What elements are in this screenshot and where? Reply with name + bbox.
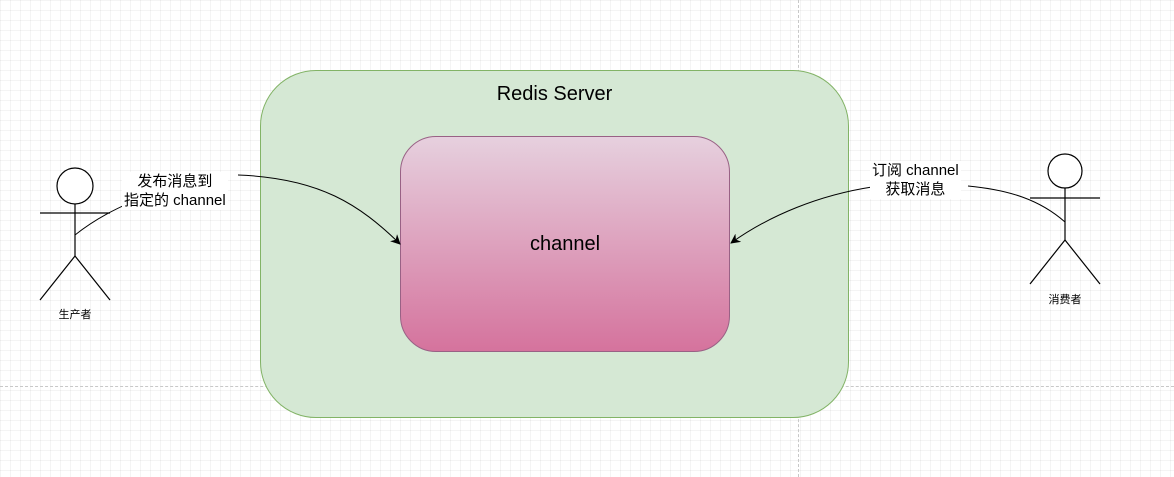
subscribe-edge-label: 订阅 channel 获取消息 <box>870 161 961 199</box>
channel-label: channel <box>529 233 601 255</box>
channel-node[interactable] <box>400 136 730 352</box>
producer-label: 生产者 <box>58 309 92 321</box>
consumer-label: 消费者 <box>1048 294 1082 306</box>
subscribe-label-line1: 订阅 channel <box>872 162 959 179</box>
publish-label-line1: 发布消息到 <box>137 173 213 190</box>
publish-arrow-head-segment[interactable] <box>237 174 401 245</box>
subscribe-arrow-head-segment[interactable] <box>730 186 873 244</box>
subscribe-label-line2: 获取消息 <box>885 181 946 198</box>
publish-label-line2: 指定的 channel <box>124 192 226 209</box>
subscribe-arrow[interactable] <box>967 185 1066 223</box>
producer-actor-icon[interactable] <box>39 167 111 301</box>
redis-server-title: Redis Server <box>496 83 613 105</box>
publish-edge-label: 发布消息到 指定的 channel <box>122 172 228 210</box>
consumer-actor-icon[interactable] <box>1029 153 1101 285</box>
